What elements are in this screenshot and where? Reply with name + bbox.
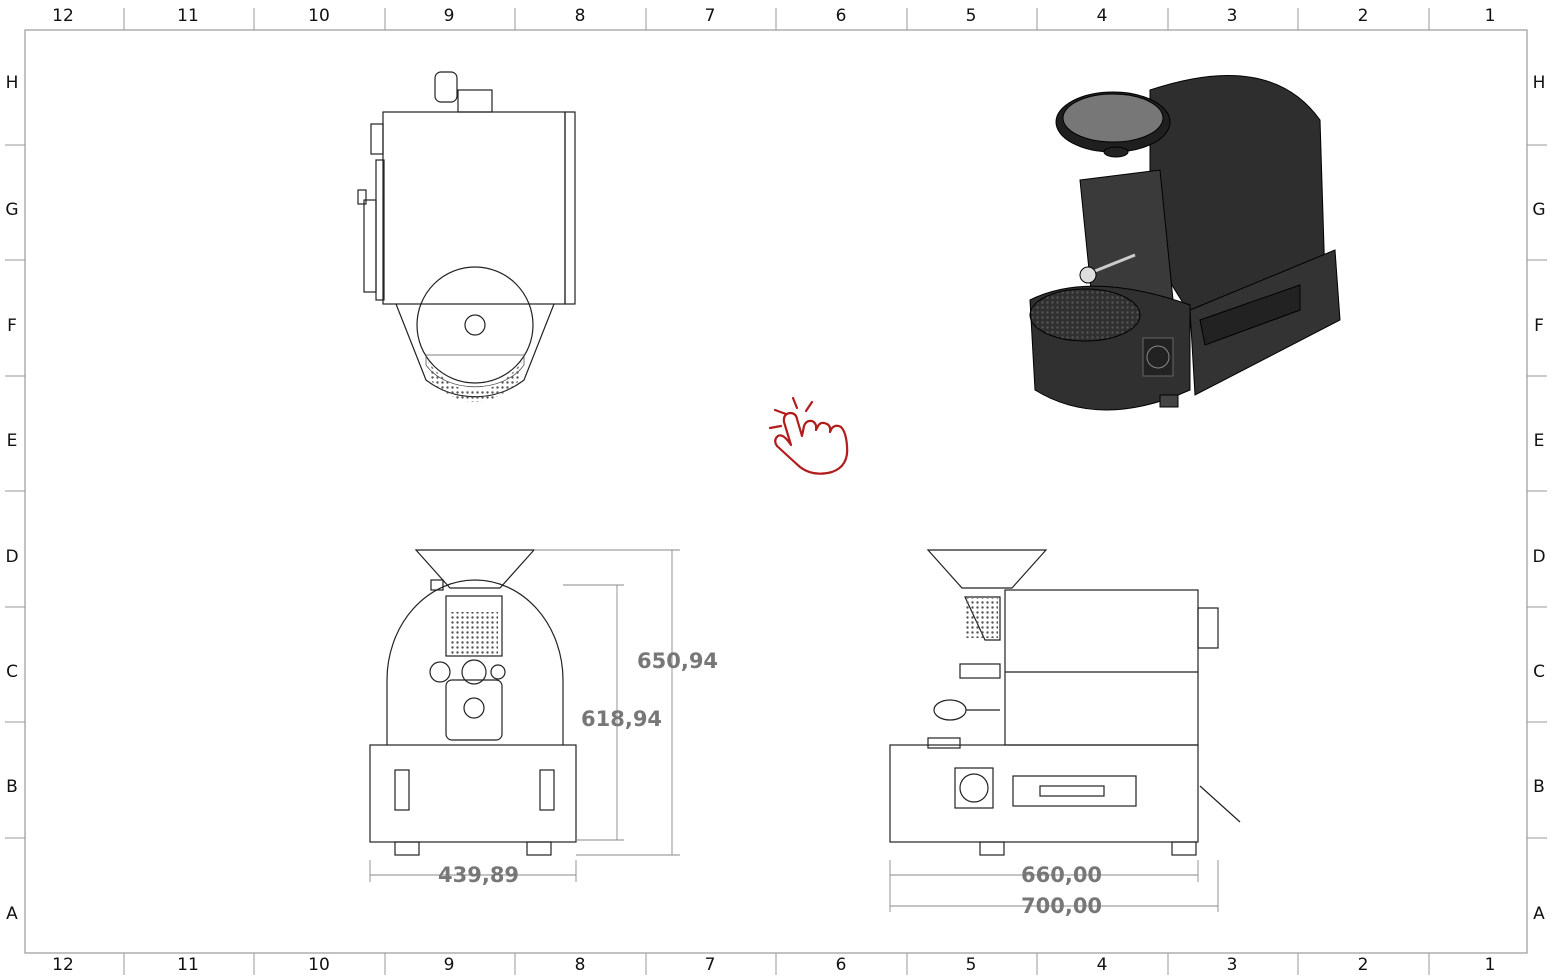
column-label: 12 — [52, 955, 74, 975]
column-label: 9 — [443, 6, 455, 26]
column-label: 5 — [965, 955, 977, 975]
row-label: C — [6, 662, 18, 682]
column-label: 10 — [308, 6, 330, 26]
column-label: 1 — [1484, 955, 1496, 975]
column-label: 9 — [443, 955, 455, 975]
column-label: 10 — [308, 955, 330, 975]
row-label: B — [1533, 777, 1545, 797]
column-label: 11 — [177, 955, 199, 975]
column-label: 5 — [965, 6, 977, 26]
row-label: C — [1533, 662, 1545, 682]
column-label: 8 — [574, 6, 586, 26]
row-label: D — [1532, 547, 1546, 567]
column-label: 4 — [1096, 6, 1108, 26]
column-label: 6 — [835, 955, 847, 975]
row-label: A — [6, 904, 18, 924]
row-label: F — [7, 316, 17, 336]
column-label: 7 — [704, 955, 716, 975]
column-label: 2 — [1357, 955, 1369, 975]
dimension-depth-body: 660,00 — [1021, 863, 1103, 887]
dimension-height-total: 650,94 — [637, 649, 719, 673]
row-label: H — [1532, 73, 1546, 93]
column-label: 6 — [835, 6, 847, 26]
dimension-width-front: 439,89 — [438, 863, 520, 887]
column-label: 11 — [177, 6, 199, 26]
column-label: 1 — [1484, 6, 1496, 26]
dimension-depth-total: 700,00 — [1021, 894, 1103, 918]
dimension-height-body: 618,94 — [581, 707, 663, 731]
row-label: B — [6, 777, 18, 797]
row-label: E — [6, 431, 18, 451]
column-label: 12 — [52, 6, 74, 26]
column-label: 7 — [704, 6, 716, 26]
row-label: D — [5, 547, 19, 567]
row-label: G — [1532, 200, 1546, 220]
column-label: 3 — [1226, 955, 1238, 975]
row-label: E — [1533, 431, 1545, 451]
row-label: G — [5, 200, 19, 220]
column-label: 4 — [1096, 955, 1108, 975]
row-label: A — [1533, 904, 1545, 924]
column-label: 3 — [1226, 6, 1238, 26]
column-label: 8 — [574, 955, 586, 975]
row-label: F — [1534, 316, 1544, 336]
column-label: 2 — [1357, 6, 1369, 26]
row-label: H — [5, 73, 19, 93]
